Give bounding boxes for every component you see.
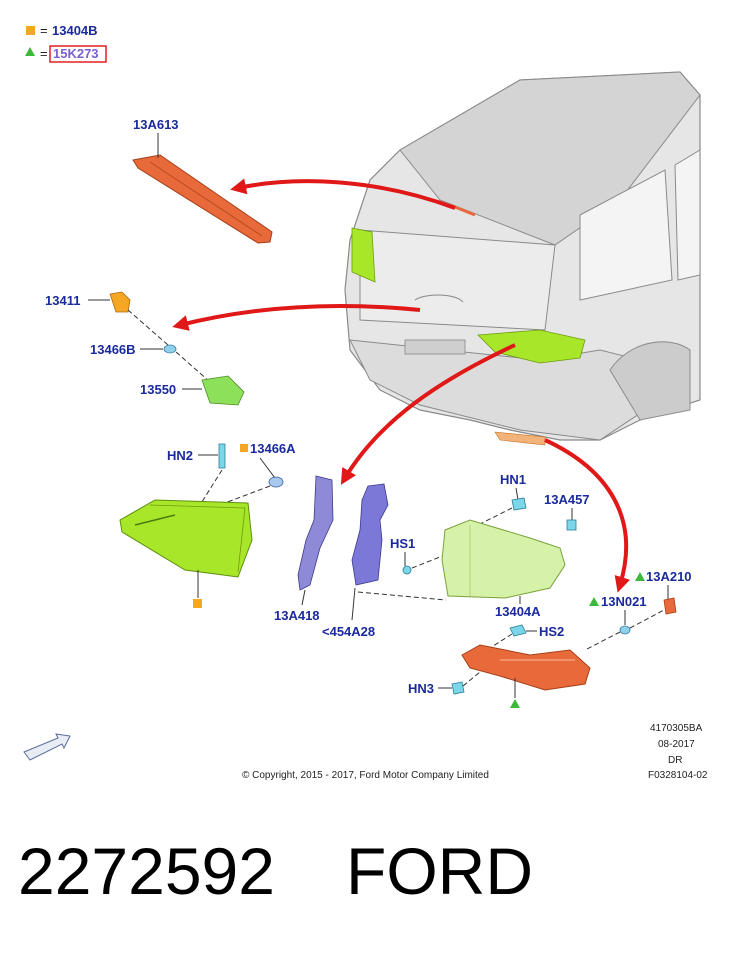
label-13404A[interactable]: 13404A bbox=[495, 604, 541, 619]
label-HN3[interactable]: HN3 bbox=[408, 681, 434, 696]
copyright-text: © Copyright, 2015 - 2017, Ford Motor Com… bbox=[242, 770, 489, 781]
triangle-marker-reflector bbox=[510, 699, 520, 708]
arrow-to-13A613 bbox=[230, 178, 456, 210]
label-13466A[interactable]: 13466A bbox=[250, 441, 296, 456]
arrow-to-13411 bbox=[172, 304, 421, 331]
ref-code-1: 4170305BA bbox=[650, 723, 703, 734]
label-HN2[interactable]: HN2 bbox=[167, 448, 193, 463]
brand-caption: FORD bbox=[346, 834, 533, 908]
legend-square-code: 13404B bbox=[52, 23, 98, 38]
legend-triangle-code[interactable]: 15K273 bbox=[53, 46, 99, 61]
connector-13A210[interactable] bbox=[663, 597, 677, 615]
high-mount-stop-lamp[interactable] bbox=[132, 154, 273, 244]
label-HS2[interactable]: HS2 bbox=[539, 624, 564, 639]
label-HS1[interactable]: HS1 bbox=[390, 536, 415, 551]
bracket-13A418[interactable] bbox=[297, 475, 334, 591]
rear-reflector-lamp[interactable] bbox=[461, 644, 591, 691]
bracket-454A28[interactable] bbox=[351, 483, 389, 586]
label-13N021[interactable]: 13N021 bbox=[601, 594, 647, 609]
legend-square-icon bbox=[26, 26, 35, 35]
outer-rear-lamp[interactable] bbox=[441, 519, 566, 599]
ref-code-2: F0328104-02 bbox=[648, 770, 708, 781]
bulb-13466B[interactable] bbox=[163, 344, 177, 354]
label-13A613[interactable]: 13A613 bbox=[133, 117, 179, 132]
bulb-13466A[interactable] bbox=[268, 476, 284, 488]
screw-HS1[interactable] bbox=[402, 565, 412, 575]
square-marker-lamp bbox=[193, 599, 202, 608]
label-HN1[interactable]: HN1 bbox=[500, 472, 526, 487]
view-direction-arrow-icon bbox=[23, 733, 71, 761]
arrow-to-rear-lamp bbox=[340, 343, 516, 485]
label-13A457[interactable]: 13A457 bbox=[544, 492, 590, 507]
screw-HN1[interactable] bbox=[511, 497, 527, 511]
clip-13A457[interactable] bbox=[566, 519, 577, 531]
label-13466B[interactable]: 13466B bbox=[90, 342, 136, 357]
bulb-13N021[interactable] bbox=[619, 625, 631, 635]
screw-HN3[interactable] bbox=[451, 681, 465, 695]
label-13A210[interactable]: 13A210 bbox=[646, 569, 692, 584]
inner-rear-lamp[interactable] bbox=[119, 499, 253, 578]
label-13411[interactable]: 13411 bbox=[45, 293, 80, 308]
legend-triangle-icon bbox=[25, 47, 35, 56]
bulb-socket-13411[interactable] bbox=[109, 291, 131, 313]
label-13A418[interactable]: 13A418 bbox=[274, 608, 320, 623]
square-marker-13466A bbox=[240, 444, 248, 452]
label-454A28[interactable]: <454A28 bbox=[322, 624, 375, 639]
triangle-marker-13A210 bbox=[635, 572, 645, 581]
label-13550[interactable]: 13550 bbox=[140, 382, 176, 397]
screw-HN2[interactable] bbox=[218, 443, 226, 469]
highlight-box bbox=[49, 45, 107, 63]
triangle-marker-13N021 bbox=[589, 597, 599, 606]
ref-code-dr: DR bbox=[668, 755, 682, 766]
legend-equals-1: = bbox=[40, 23, 48, 38]
screw-HS2[interactable] bbox=[509, 624, 527, 637]
part-number-caption: 2272592 bbox=[18, 834, 275, 908]
license-lamp-13550[interactable] bbox=[201, 375, 245, 406]
ref-date: 08-2017 bbox=[658, 739, 695, 750]
arrow-to-reflector bbox=[544, 438, 630, 593]
legend-equals-2: = bbox=[40, 46, 48, 61]
vehicle-rear-body bbox=[344, 71, 701, 446]
